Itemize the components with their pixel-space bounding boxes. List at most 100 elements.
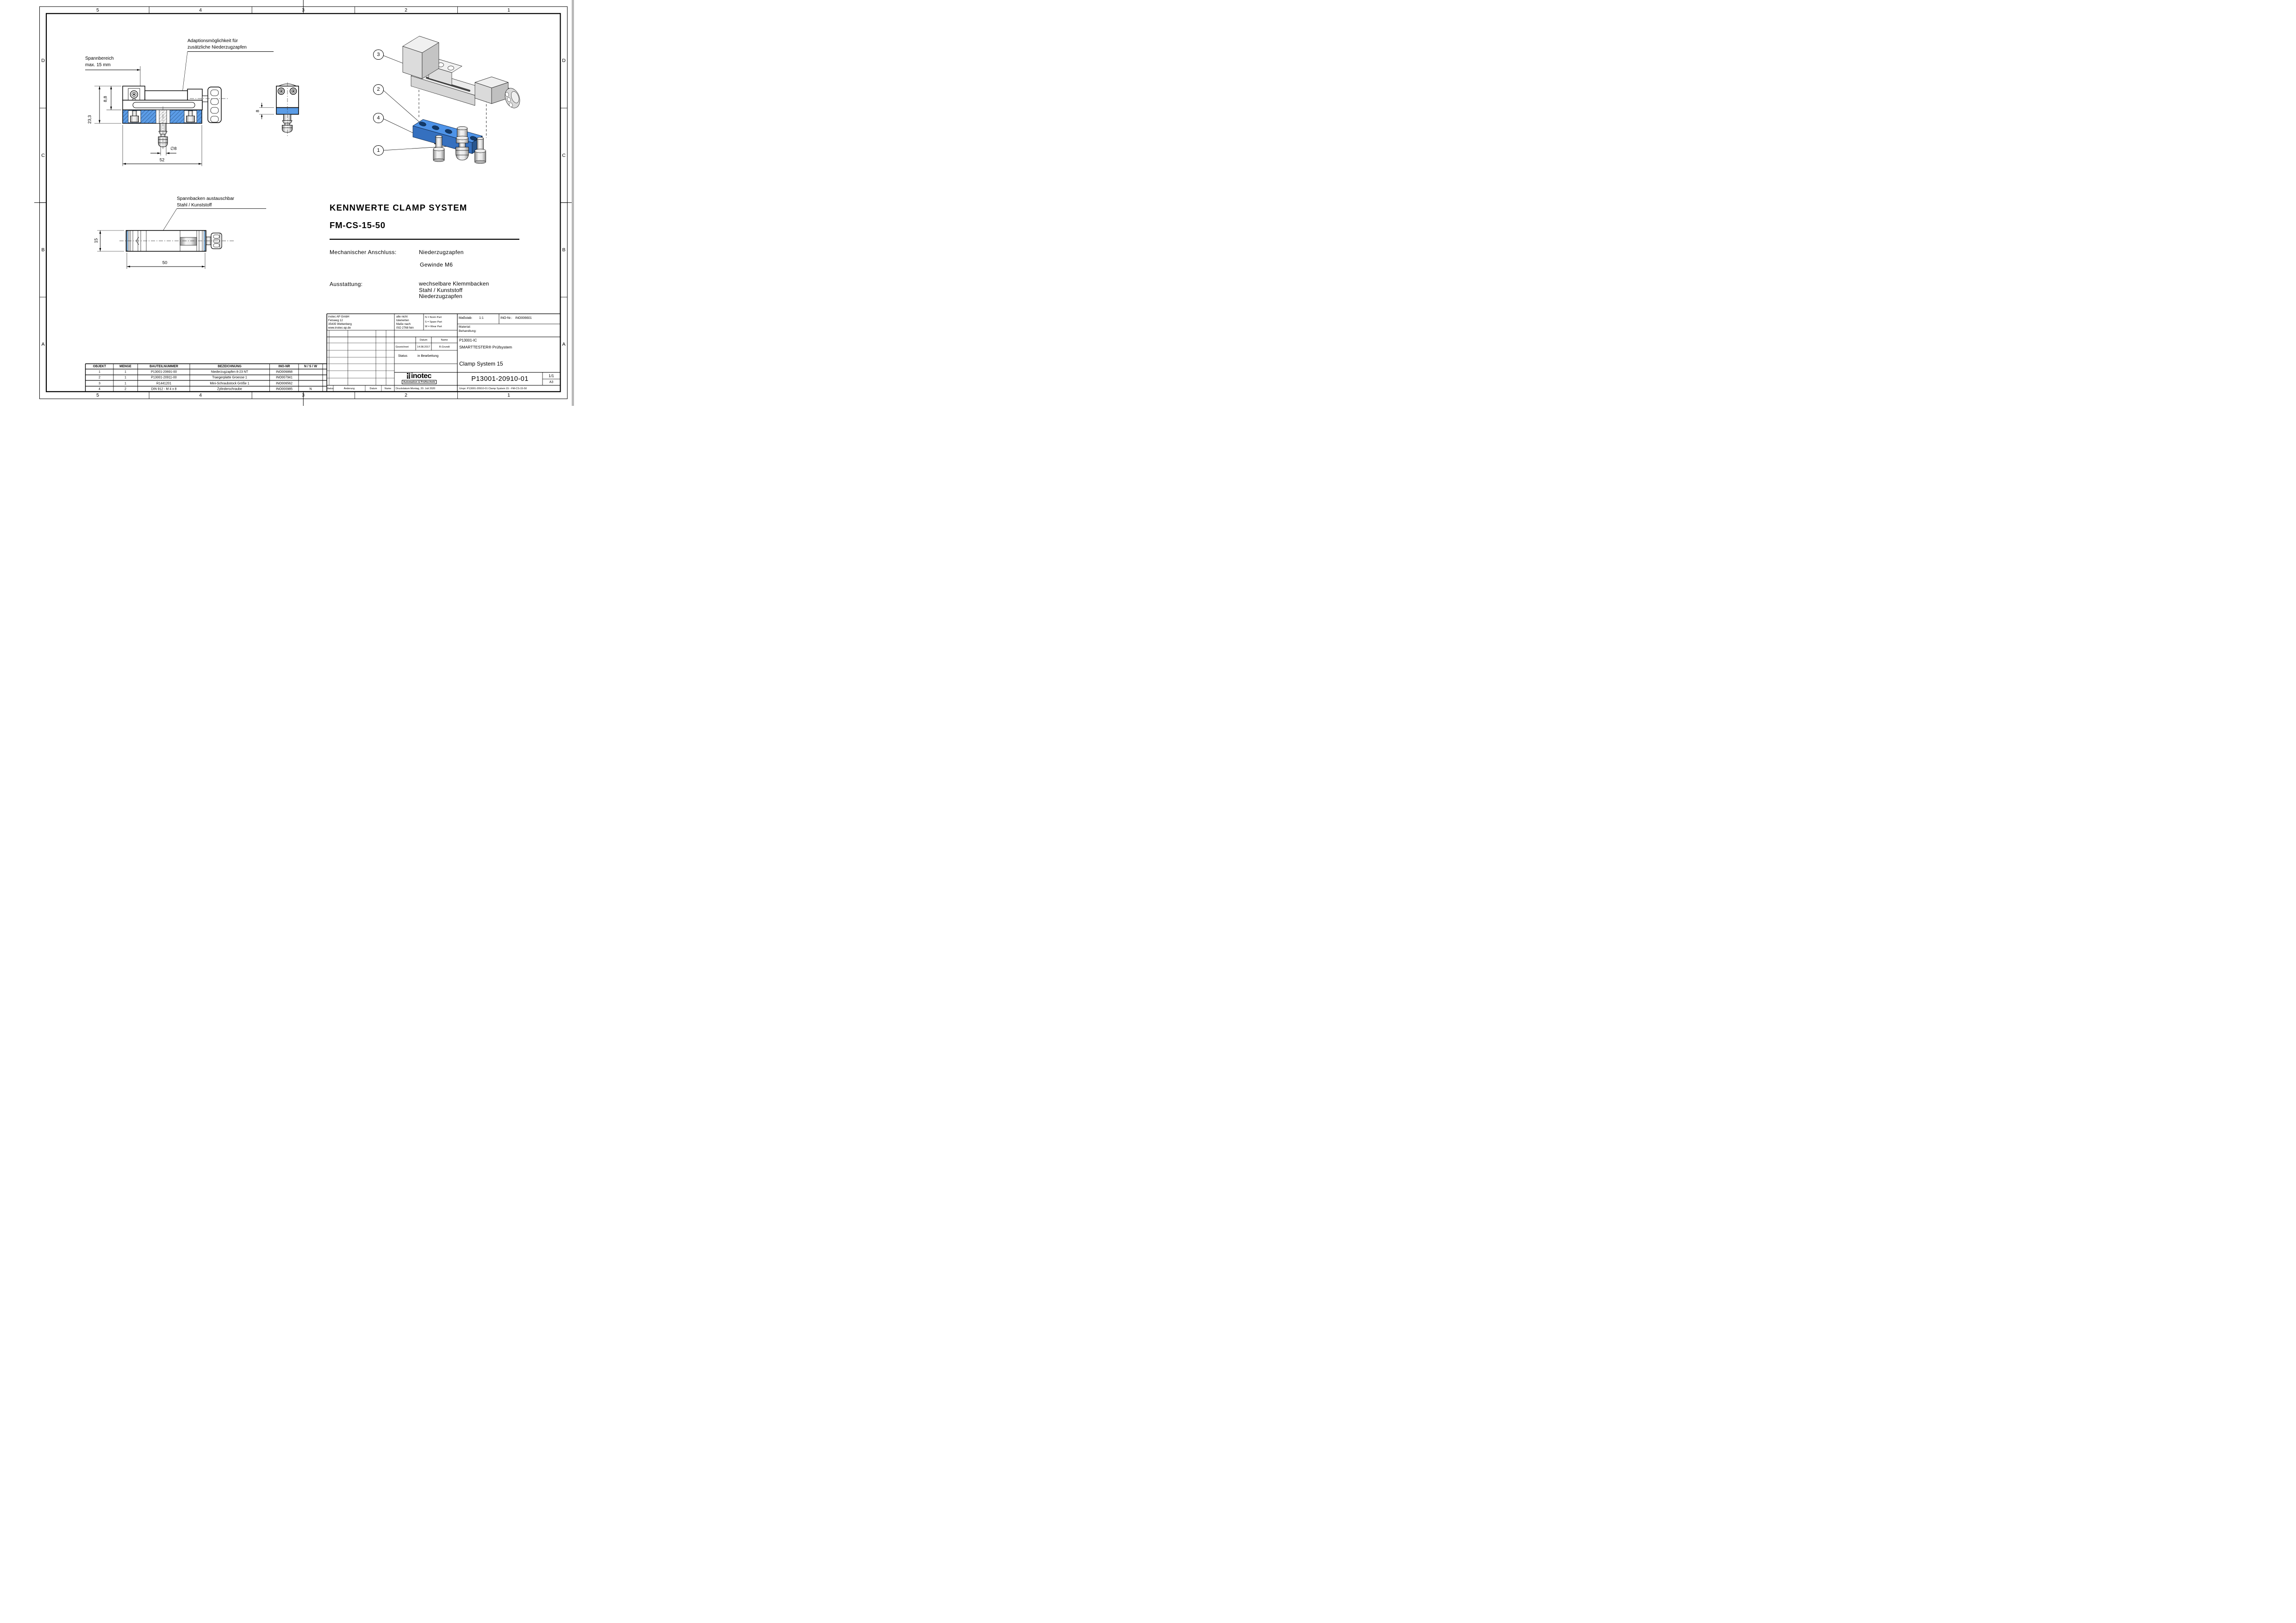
ino-nr-value: INO006601 — [515, 317, 532, 320]
dim-23-3: 23,3 — [87, 115, 93, 124]
inotec-logo-word: inotec — [411, 372, 432, 380]
kennwerte-subtitle: FM-CS-15-50 — [330, 220, 386, 230]
inotec-logo: inotec Automation & Prüftechnik — [402, 373, 437, 384]
ino-nr-label: INO-Nr.: — [500, 317, 512, 320]
company-street: Felsweg 12 — [328, 319, 343, 323]
col-header-bezeichnung: BEZEICHNUNG — [218, 365, 242, 368]
balloon-1: 1 — [373, 145, 384, 156]
system-name: SMARTTESTER® Prüfsystem — [459, 344, 512, 349]
front-view — [85, 51, 274, 166]
company-address: inotec AP GmbH Felsweg 12 35435 Wettenbe… — [328, 315, 352, 330]
zone-row-d-left: D — [41, 58, 45, 63]
torx-screw-icon — [130, 90, 138, 99]
cell-ino: INO000985 — [276, 387, 293, 391]
cell-bauteilnummer: R1441201 — [156, 382, 172, 385]
cell-menge: 1 — [125, 370, 126, 374]
adaption-line2: zusätzliche Niederzugzapfen — [187, 44, 247, 50]
zone-col-5-top: 5 — [96, 7, 99, 13]
zone-row-c-right: C — [562, 153, 566, 158]
zone-row-d-right: D — [562, 58, 566, 63]
zone-col-1-bottom: 1 — [507, 392, 510, 398]
exploded-view — [382, 36, 520, 164]
zone-col-4-top: 4 — [199, 7, 202, 13]
cell-bezeichnung: Mini-Schraubstock Größe 1 — [210, 382, 250, 385]
legend-spare: S = Spare Part — [425, 320, 442, 323]
dim-52: 52 — [159, 157, 165, 163]
spec1-value1: Niederzugzapfen — [419, 249, 464, 255]
torx-screw-icon — [277, 87, 297, 95]
vise-iso — [402, 36, 520, 108]
spannbereich-line1: Spannbereich — [85, 56, 114, 61]
spannbacken-note: Spannbacken austauschbar Stahl / Kunstst… — [177, 196, 234, 208]
company-web: www.inotec-ap.de — [328, 326, 351, 330]
behandlung-label: Behandlung: — [459, 329, 477, 333]
spec2-values: wechselbare Klemmbacken Stahl / Kunststo… — [419, 280, 489, 300]
bottom-aenderung-header: Änderung — [343, 387, 355, 390]
zone-col-4-bottom: 4 — [199, 392, 202, 398]
datum-header: Datum — [419, 338, 428, 342]
zone-col-2-top: 2 — [405, 7, 407, 13]
zone-row-b-left: B — [41, 247, 45, 253]
col-header-ino-nr: INO-NR — [278, 365, 290, 368]
spannbereich-line2: max. 15 mm — [85, 62, 111, 68]
dim-15: 15 — [94, 238, 99, 243]
spec2-value3: Niederzugzapfen — [419, 293, 462, 299]
project-number: P13001-IC — [459, 338, 477, 342]
zone-row-c-left: C — [41, 153, 45, 158]
drawing-number: P13001-20910-01 — [471, 375, 529, 383]
status-label: Status — [398, 354, 407, 358]
title-block-grid — [326, 313, 561, 392]
tolerance-note: alle nicht tolerierten Maße nach ISO 276… — [396, 315, 414, 330]
parts-table-grid — [85, 363, 327, 392]
cap-screws-iso — [433, 135, 486, 164]
tol-line3: Maße nach — [396, 323, 411, 326]
pull-stud — [158, 123, 168, 147]
gezeichnet-label: Gezeichnet — [395, 345, 409, 348]
zone-row-a-right: A — [562, 342, 566, 347]
tol-line1: alle nicht — [396, 315, 408, 318]
drawing-sheet: 5 4 3 2 1 5 4 3 2 1 D C B A D C B A Span… — [0, 0, 574, 406]
bottom-datum-header: Datum — [369, 387, 377, 390]
drawing-title: Clamp System 15 — [459, 361, 503, 367]
kennwerte-title: KENNWERTE CLAMP SYSTEM — [330, 203, 468, 212]
dim-8-8: 8,8 — [103, 96, 108, 102]
spannbereich-note: Spannbereich max. 15 mm — [85, 56, 114, 68]
zone-col-1-top: 1 — [507, 7, 510, 13]
cell-menge: 1 — [125, 382, 126, 385]
spec2-value2: Stahl / Kunststoff — [419, 286, 463, 293]
company-city: 35435 Wettenberg — [328, 323, 352, 326]
name-header: Name — [441, 338, 448, 342]
adaption-note: Adaptionsmöglichkeit für zusätzliche Nie… — [187, 38, 247, 50]
zone-row-a-left: A — [41, 342, 45, 347]
carrier-plate-iso — [412, 119, 483, 154]
urspr: Urspr: P13001-20910-01 Clamp System 15 -… — [459, 387, 527, 390]
cell-ino: INO007941 — [276, 376, 293, 379]
inotec-logo-sub: Automation & Prüftechnik — [402, 380, 437, 384]
cell-bezeichnung: Traegerplatte Groesse 1 — [212, 376, 247, 379]
legend-wear: W = Wear Part — [425, 325, 442, 328]
col-header-bauteilnummer: BAUTEILNUMMER — [150, 365, 178, 368]
dim-stud-dia: ∅8 — [170, 146, 177, 151]
adaption-line1: Adaptionsmöglichkeit für — [187, 38, 238, 44]
side-view — [97, 208, 266, 269]
cell-ino: INO006562 — [276, 382, 293, 385]
cell-bauteilnummer: P13001-20691-00 — [150, 370, 177, 374]
balloon-1-label: 1 — [377, 147, 380, 153]
drawing-linework — [34, 0, 572, 406]
dim-8: 8 — [255, 110, 261, 112]
cell-bauteilnummer: DIN 912 - M 4 x 8 — [151, 387, 177, 391]
cell-bezeichnung: Niederzugzapfen 8-23 NT — [211, 370, 249, 374]
material-label: Material: — [459, 325, 471, 329]
cell-objekt: 3 — [99, 382, 100, 385]
gezeichnet-name: R.Grundt — [439, 345, 450, 348]
col-header-menge: MENGE — [119, 365, 131, 368]
gezeichnet-datum: 14.08.2017 — [417, 345, 430, 348]
sheet-count: 1/1 — [549, 373, 554, 378]
col-header-nsw: N / S / W — [304, 365, 317, 368]
zone-row-b-right: B — [562, 247, 566, 253]
paper-format: A3 — [549, 380, 554, 384]
legend-norm: N = Norm Part — [425, 316, 442, 319]
zone-col-3-bottom: 3 — [302, 392, 305, 398]
bottom-name-header: Name — [384, 387, 392, 390]
spannbacken-line1: Spannbacken austauschbar — [177, 196, 234, 201]
